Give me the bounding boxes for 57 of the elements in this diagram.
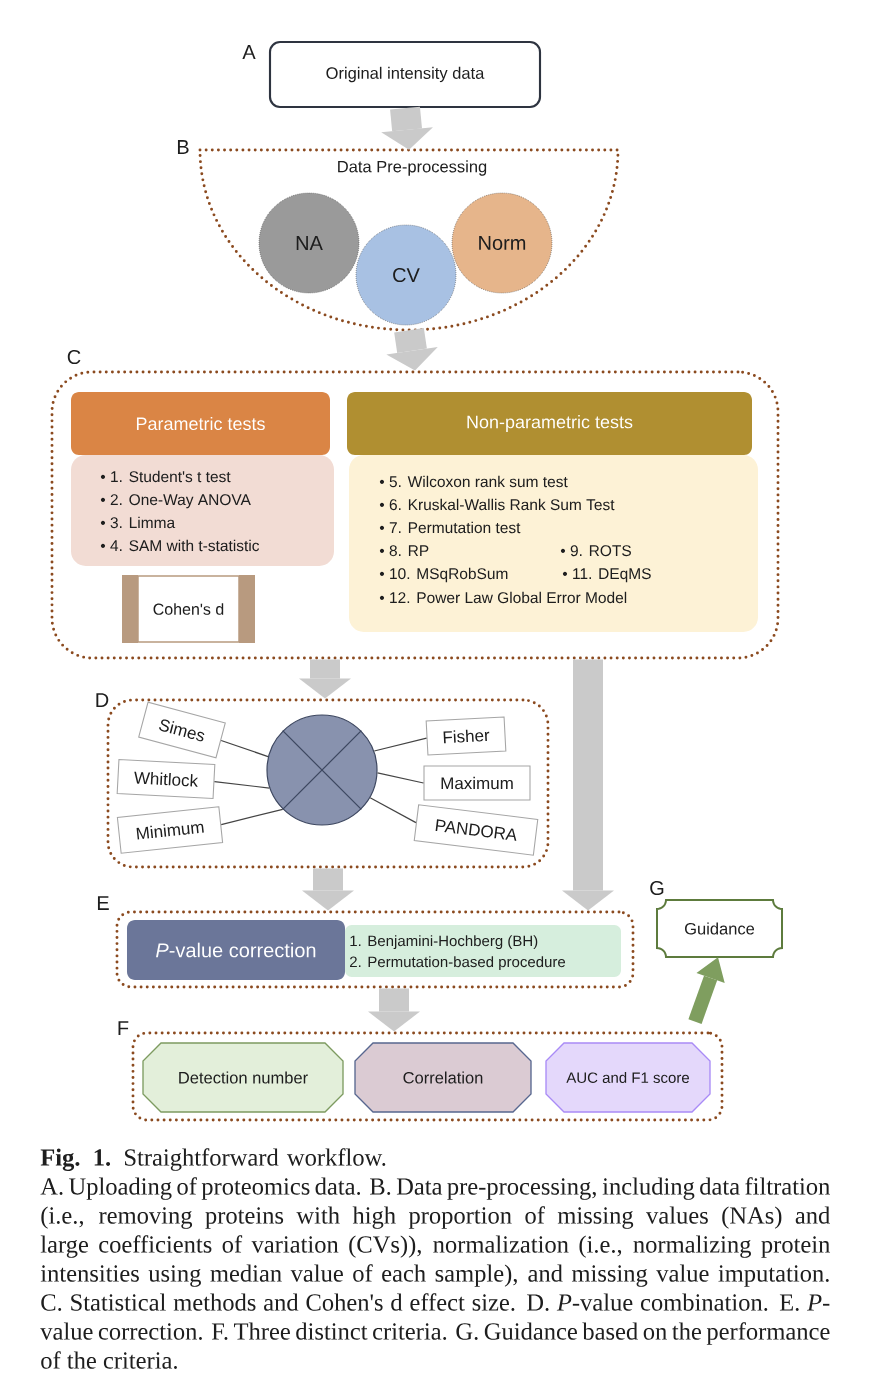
octagon-box: Correlation <box>354 1042 532 1113</box>
panel-letter: F <box>118 1021 129 1035</box>
dotted-frame <box>115 910 635 989</box>
block-arrow <box>299 659 351 699</box>
list-item: • 8. RP <box>379 545 429 557</box>
list-item: • 9. ROTS <box>560 545 631 557</box>
block-arrow <box>386 328 438 371</box>
list-item: • 1. Student's t test <box>100 470 231 483</box>
list-item: • 10. MSqRobSum <box>379 567 508 583</box>
connector-line <box>213 780 271 789</box>
panel-letter: A <box>242 45 256 59</box>
connector-line <box>369 797 417 824</box>
list-item: • 5. Wilcoxon rank sum test <box>379 475 568 488</box>
label-box: PANDORA <box>413 804 539 856</box>
label-box: Simes <box>138 701 226 759</box>
panel-letter: D <box>96 693 109 707</box>
list-item: • 4. SAM with t-statistic <box>100 539 260 552</box>
list-item: 2. Permutation-based procedure <box>350 956 566 971</box>
list-item: • 11. DEqMS <box>562 568 651 583</box>
panel-letter: G <box>650 880 664 896</box>
list-item: • 7. Permutation test <box>379 521 521 534</box>
connector-line <box>376 772 425 784</box>
caption: Fig. 1. Straightforward workflow. <box>40 1148 386 1171</box>
label-box: Maximum <box>423 765 531 801</box>
dotted-frame <box>50 370 780 660</box>
list-item: • 6. Kruskal-Wallis Rank Sum Test <box>379 498 615 511</box>
process-box: Original intensity data <box>268 40 542 109</box>
block-arrow <box>368 988 420 1032</box>
block-arrow <box>562 659 614 911</box>
framed-box: Cohen's d <box>122 575 255 643</box>
list-item: • 2. One-Way ANOVA <box>100 494 251 509</box>
connector-line <box>373 737 428 752</box>
connector-line <box>220 808 284 826</box>
process-box: P-value correction <box>127 920 345 980</box>
panel-header: Parametric tests <box>71 392 330 455</box>
label-box: Whitlock <box>116 758 216 800</box>
block-arrow <box>381 106 433 150</box>
list-panel <box>345 925 621 977</box>
label-box: Fisher <box>425 716 507 756</box>
panel-header: Non-parametric tests <box>347 392 752 455</box>
list-item: • 3. Limma <box>100 516 176 529</box>
block-arrow <box>688 957 725 1024</box>
group-heading: Data Pre-processing <box>338 160 487 176</box>
label-box: Minimum <box>116 806 224 854</box>
connector-line <box>220 739 269 758</box>
octagon-box: Detection number <box>142 1042 344 1113</box>
list-item: 1. Benjamini-Hochberg (BH) <box>350 935 538 950</box>
panel-letter: E <box>97 896 109 910</box>
list-item: • 12. Power Law Global Error Model <box>379 591 627 604</box>
block-arrow <box>302 868 354 911</box>
dotted-frame <box>131 1031 724 1122</box>
caption-text: A. Uploading of proteomics data. B. Data pre-processing, including data filtration (i.e., removing proteins with high proportion of missing values (NAs) and large coefficients of variation (CVs)), normalization (i.e., normalizing protein intensities using median value of each sample), and missing value imputation. C. Statistical methods and Cohen's d effect size. D. P-value combination. E. P-value correction. F. Three distinct criteria. G. Guidance based on the performance of the criteria. <box>40 1177 830 1369</box>
crossed-circle <box>266 714 378 826</box>
notched-box: Guidance <box>656 899 783 958</box>
panel-letter: B <box>177 140 189 154</box>
octagon-box: AUC and F1 score <box>545 1042 711 1113</box>
panel-letter: C <box>67 349 81 365</box>
